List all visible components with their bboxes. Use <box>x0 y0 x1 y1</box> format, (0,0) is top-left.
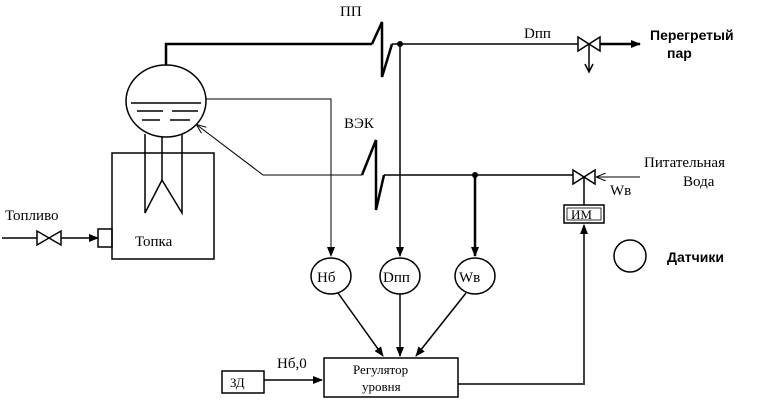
economizer-to-drum <box>197 125 362 176</box>
burner <box>97 228 113 248</box>
level-tap-line <box>206 98 335 257</box>
fuel-valve <box>36 229 62 247</box>
w-v-flow-label: Wв <box>610 183 631 199</box>
level-regulator <box>323 357 459 398</box>
feed-flow-signal <box>415 292 467 357</box>
superheater-coil <box>370 21 394 78</box>
feed-water-label-2: Вода <box>683 174 715 190</box>
sensor-level-label: Нб <box>317 270 336 286</box>
fuel-label: Топливо <box>5 208 59 224</box>
steam-valve-actuator <box>584 44 594 74</box>
legend-sensor-symbol <box>613 239 647 273</box>
regulator-label-2: уровня <box>362 379 401 394</box>
superheated-steam-label-2: пар <box>667 45 692 61</box>
steam-junction <box>397 41 403 47</box>
feed-water-label-1: Питательная <box>644 155 725 171</box>
d-pp-top-label: Dпп <box>524 26 551 42</box>
level-signal <box>337 292 384 357</box>
superheated-steam-label-1: Перегретый <box>650 27 734 43</box>
setpoint-label: ЗД <box>230 375 245 390</box>
superheater-label: ПП <box>340 4 362 20</box>
actuator-label: ИМ <box>571 207 592 222</box>
economizer-label: ВЭК <box>344 116 375 132</box>
sensor-level <box>310 257 352 295</box>
setpoint-box <box>221 370 265 394</box>
furnace-label: Топка <box>135 234 173 250</box>
sensor-feed-flow <box>454 257 496 295</box>
boiler-drum <box>125 64 207 138</box>
furnace-box <box>111 152 215 260</box>
actuator-box <box>563 204 605 224</box>
legend-sensors-label: Датчики <box>667 249 724 265</box>
sensor-steam-flow-label: Dпп <box>383 270 410 286</box>
sensor-feed-flow-label: Wв <box>459 270 480 286</box>
economizer-coil <box>360 139 386 211</box>
steam-line-top <box>164 42 372 65</box>
regulator-label-1: Регулятор <box>353 362 408 377</box>
setpoint-value-label: Нб,0 <box>277 356 307 372</box>
riser-tubes <box>144 134 183 216</box>
actuator-box-inner <box>566 207 602 221</box>
